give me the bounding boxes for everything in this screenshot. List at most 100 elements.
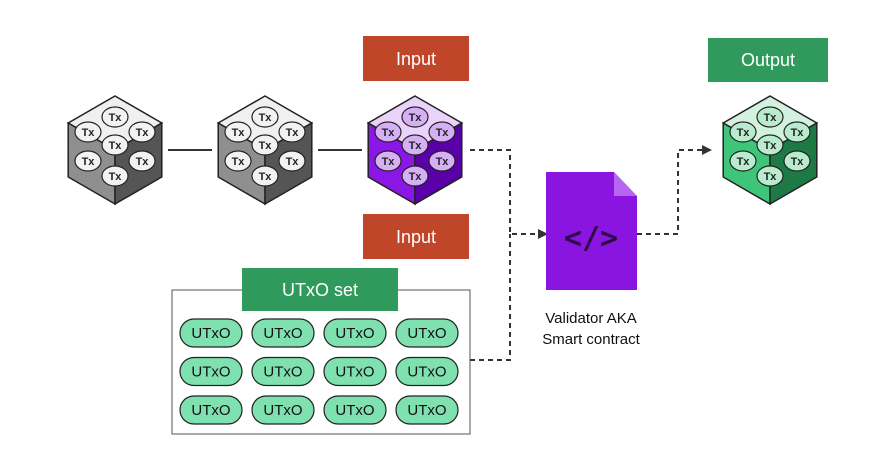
utxo-label: UTxO xyxy=(407,325,446,342)
tx-bubble: Tx xyxy=(756,106,784,128)
utxo-pill: UTxO xyxy=(323,318,387,348)
tx-label: Tx xyxy=(382,156,396,168)
utxo-label: UTxO xyxy=(263,364,302,381)
utxo-pill: UTxO xyxy=(323,356,387,387)
tx-label: Tx xyxy=(259,140,273,152)
tx-bubble: Tx xyxy=(278,150,306,172)
tx-bubble: Tx xyxy=(278,121,306,143)
tx-label: Tx xyxy=(286,156,300,168)
utxo-label: UTxO xyxy=(335,325,374,342)
utxo-pill: UTxO xyxy=(395,395,459,425)
tx-label: Tx xyxy=(232,127,246,139)
utxo-label: UTxO xyxy=(263,402,302,419)
input-tag-top: Input xyxy=(363,36,469,81)
tx-label: Tx xyxy=(409,112,423,124)
tx-label: Tx xyxy=(764,112,778,124)
tx-label: Tx xyxy=(82,156,96,168)
tx-bubble: Tx xyxy=(729,121,757,143)
output-tag-label: Output xyxy=(741,50,795,70)
tx-bubble: Tx xyxy=(428,150,456,172)
utxo-pill: UTxO xyxy=(395,356,459,387)
tx-bubble: Tx xyxy=(74,121,102,143)
tx-label: Tx xyxy=(82,127,96,139)
tx-bubble: Tx xyxy=(101,165,129,187)
utxo-pill: UTxO xyxy=(323,395,387,425)
utxo-set-title: UTxO set xyxy=(282,280,358,300)
input-tag-bottom: Input xyxy=(363,214,469,259)
tx-label: Tx xyxy=(764,171,778,183)
utxo-grid: UTxO UTxO UTxO UTxO UTxO UTxO UTxO UTxO UTxO UTxO… xyxy=(179,318,459,425)
tx-bubble: Tx xyxy=(128,150,156,172)
utxo-label: UTxO xyxy=(335,402,374,419)
utxo-label: UTxO xyxy=(263,325,302,342)
utxo-label: UTxO xyxy=(407,402,446,419)
tx-bubble: Tx xyxy=(756,134,784,156)
utxo-set-connector xyxy=(470,234,511,361)
validator-caption-line2: Smart contract xyxy=(542,331,640,348)
utxo-label: UTxO xyxy=(191,364,230,381)
utxo-pill: UTxO xyxy=(251,318,315,348)
tx-label: Tx xyxy=(259,171,273,183)
tx-bubble: Tx xyxy=(374,121,402,143)
output-tag: Output xyxy=(708,38,828,82)
tx-label: Tx xyxy=(436,127,450,139)
utxo-pill: UTxO xyxy=(251,395,315,425)
utxo-label: UTxO xyxy=(407,364,446,381)
tx-label: Tx xyxy=(232,156,246,168)
tx-bubble: Tx xyxy=(101,106,129,128)
utxo-pill: UTxO xyxy=(179,318,243,348)
tx-bubble: Tx xyxy=(783,121,811,143)
tx-bubble: Tx xyxy=(251,106,279,128)
utxo-label: UTxO xyxy=(191,325,230,342)
tx-bubble: Tx xyxy=(128,121,156,143)
tx-label: Tx xyxy=(409,140,423,152)
utxo-pill: UTxO xyxy=(179,395,243,425)
input-block-connector xyxy=(470,149,548,239)
tx-bubble: Tx xyxy=(428,121,456,143)
tx-bubble: Tx xyxy=(224,150,252,172)
tx-label: Tx xyxy=(409,171,423,183)
tx-bubble: Tx xyxy=(251,165,279,187)
utxo-pill: UTxO xyxy=(179,356,243,387)
tx-label: Tx xyxy=(737,127,751,139)
utxo-pill: UTxO xyxy=(395,318,459,348)
tx-label: Tx xyxy=(109,171,123,183)
tx-label: Tx xyxy=(109,112,123,124)
tx-label: Tx xyxy=(259,112,273,124)
tx-label: Tx xyxy=(791,156,805,168)
tx-bubble: Tx xyxy=(729,150,757,172)
tx-label: Tx xyxy=(136,127,150,139)
tx-label: Tx xyxy=(737,156,751,168)
input-tag-bottom-label: Input xyxy=(396,227,436,247)
tx-label: Tx xyxy=(286,127,300,139)
tx-bubble: Tx xyxy=(251,134,279,156)
tx-label: Tx xyxy=(436,156,450,168)
validator-document: </> xyxy=(546,172,637,290)
tx-bubble: Tx xyxy=(756,165,784,187)
validator-output-connector xyxy=(637,145,712,235)
tx-bubble: Tx xyxy=(224,121,252,143)
tx-label: Tx xyxy=(109,140,123,152)
tx-label: Tx xyxy=(136,156,150,168)
code-icon: </> xyxy=(564,221,618,256)
tx-label: Tx xyxy=(382,127,396,139)
tx-bubble: Tx xyxy=(783,150,811,172)
tx-bubble: Tx xyxy=(401,165,429,187)
tx-label: Tx xyxy=(791,127,805,139)
input-tag-top-label: Input xyxy=(396,49,436,69)
tx-bubble: Tx xyxy=(401,106,429,128)
tx-bubble: Tx xyxy=(374,150,402,172)
utxo-label: UTxO xyxy=(191,402,230,419)
tx-bubble: Tx xyxy=(101,134,129,156)
utxo-label: UTxO xyxy=(335,364,374,381)
validator-caption-line1: Validator AKA xyxy=(545,310,636,327)
tx-bubble: Tx xyxy=(74,150,102,172)
tx-label: Tx xyxy=(764,140,778,152)
utxo-pill: UTxO xyxy=(251,356,315,387)
tx-bubble: Tx xyxy=(401,134,429,156)
